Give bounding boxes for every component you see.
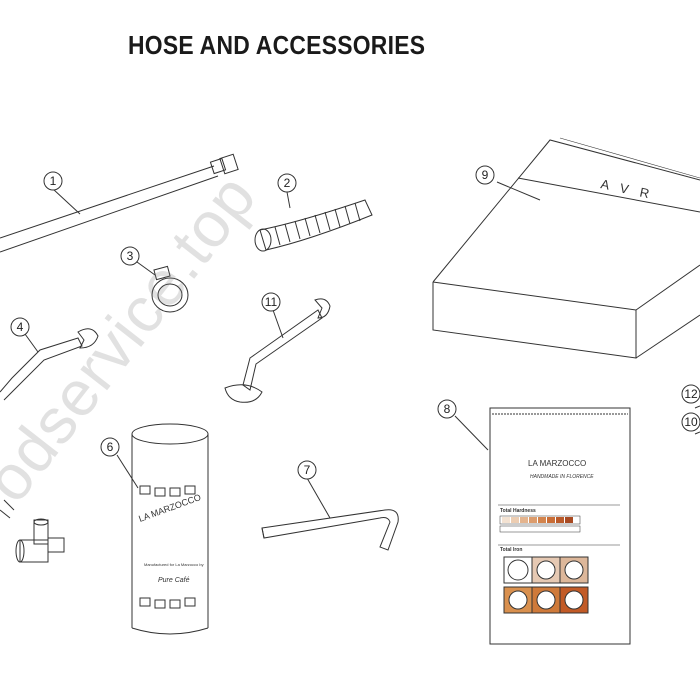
callout-circle-10	[681, 412, 700, 432]
page-title: HOSE AND ACCESSORIES	[128, 30, 426, 60]
callout-leader-10	[694, 431, 700, 435]
canister-subtext: Manufactured for La Marzocco by	[144, 562, 204, 567]
callout-leader-1	[52, 188, 81, 215]
callout-leader-4	[24, 333, 39, 353]
wrench-part	[0, 328, 99, 401]
callout-leader-8	[454, 415, 489, 451]
callout-circle-9	[475, 165, 495, 185]
callout-circle-6	[100, 437, 120, 457]
callout-label-7: 7	[304, 463, 311, 477]
canister-brand: LA MARZOCCO	[137, 492, 202, 524]
hose-part	[0, 153, 239, 253]
box-part	[432, 137, 700, 359]
hardness-swatches	[502, 517, 573, 523]
callout-leader-3	[136, 261, 156, 276]
callout-circle-4	[10, 317, 30, 337]
callout-circle-12	[681, 384, 700, 404]
callout-label-3: 3	[127, 249, 134, 263]
callout-label-6: 6	[107, 440, 114, 454]
callout-label-11: 11	[265, 295, 278, 309]
callout-leader-7	[306, 477, 331, 519]
callout-leader-11	[272, 309, 284, 339]
card-tagline: HANDMADE IN FLORENCE	[530, 474, 594, 480]
callout-leader-12	[694, 405, 700, 409]
callout-label-2: 2	[284, 176, 291, 190]
test-card-part	[489, 407, 631, 645]
hose-clamp-part	[151, 265, 189, 313]
hex-key-part	[261, 509, 399, 551]
callout-label-9: 9	[482, 168, 489, 182]
callout-leader-9	[496, 181, 541, 201]
double-wrench-part	[224, 298, 331, 403]
callout-label-10: 10	[684, 415, 698, 429]
card-total-iron: Total Iron	[500, 547, 522, 553]
callout-label-1: 1	[50, 174, 57, 188]
callout-labels: 1 2 3 4 6 7 8 9 10 11 12	[17, 168, 698, 477]
callouts	[10, 165, 700, 480]
callout-circle-3	[120, 246, 140, 266]
callout-circle-7	[297, 460, 317, 480]
callout-label-8: 8	[444, 402, 451, 416]
corrugated-hose-part	[254, 199, 373, 252]
callout-circle-8	[437, 399, 457, 419]
canister-part	[131, 423, 209, 635]
callout-circle-11	[261, 292, 281, 312]
callout-label-4: 4	[17, 320, 24, 334]
canister-script: Pure Café	[158, 577, 190, 584]
card-brand: LA MARZOCCO	[528, 459, 586, 468]
callout-circle-1	[43, 171, 63, 191]
callout-leader-2	[286, 191, 291, 209]
fitting-part	[0, 499, 65, 563]
card-total-hardness: Total Hardness	[500, 508, 536, 514]
callout-leader-6	[116, 454, 139, 489]
callout-label-12: 12	[684, 387, 698, 401]
callout-circle-2	[277, 173, 297, 193]
